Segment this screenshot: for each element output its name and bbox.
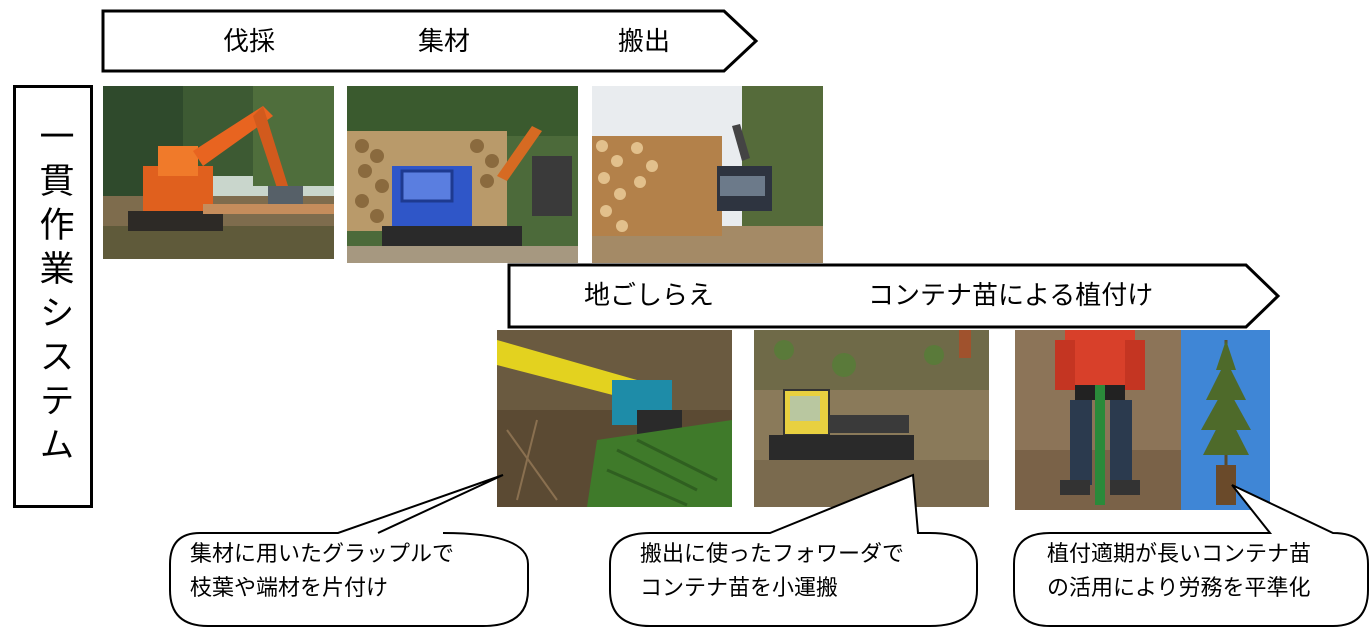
planting-process-arrow — [507, 263, 1281, 329]
callout-seedling-balloon — [1013, 484, 1369, 627]
harvest-process-arrow — [101, 9, 759, 73]
grapple-clearing-branches-photo — [497, 330, 732, 507]
callout-grapple-line2: 枝葉や端材を片付け — [190, 576, 389, 601]
callout-forwarder-balloon — [609, 473, 978, 627]
forwarder-on-slope-photo — [754, 330, 989, 507]
callout-seedling-text: 植付適期が長いコンテナ苗 の活用により労務を平準化 — [1047, 538, 1311, 606]
planting-tool-worker-photo — [1015, 330, 1181, 510]
callout-grapple-balloon — [169, 474, 529, 627]
callout-forwarder-line1: 搬出に使ったフォワーダで — [640, 542, 905, 567]
callout-grapple-text: 集材に用いたグラップルで 枝葉や端材を片付け — [190, 538, 454, 606]
integrated-system-label-box: 一貫作業システム — [13, 85, 93, 508]
log-pile-truck-photo — [592, 86, 823, 263]
integrated-system-label: 一貫作業システム — [33, 118, 74, 470]
tracked-carrier-log-loading-photo — [347, 86, 578, 263]
excavator-felling-photo — [103, 86, 334, 259]
callout-forwarder-text: 搬出に使ったフォワーダで コンテナ苗を小運搬 — [640, 538, 904, 606]
callout-seedling-line2: の活用により労務を平準化 — [1047, 576, 1311, 601]
step-yarding-label: 集材 — [418, 27, 471, 57]
step-hauling-label: 搬出 — [618, 27, 671, 57]
step-container-seedling-planting-label: コンテナ苗による植付け — [868, 281, 1154, 311]
step-felling-label: 伐採 — [223, 27, 276, 57]
callout-grapple-line1: 集材に用いたグラップルで — [190, 542, 455, 567]
step-site-preparation-label: 地ごしらえ — [584, 281, 715, 311]
container-seedling-photo — [1181, 330, 1270, 510]
callout-seedling-line1: 植付適期が長いコンテナ苗 — [1047, 542, 1312, 567]
callout-forwarder-line2: コンテナ苗を小運搬 — [640, 576, 839, 601]
